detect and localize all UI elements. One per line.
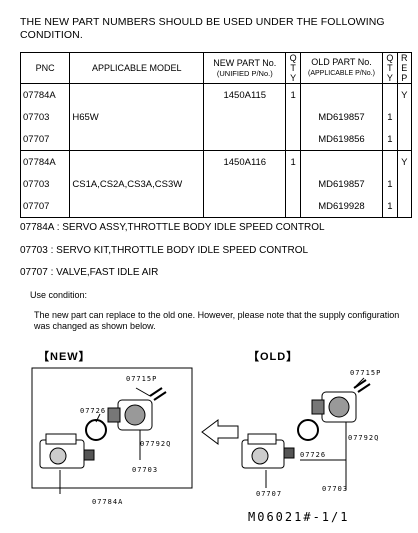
- cell-pnc: 07703: [19, 106, 71, 128]
- cell-qty: [285, 106, 301, 128]
- definition-07707: 07707 : VALVE,FAST IDLE AIR: [20, 267, 159, 278]
- table-row: 07707 MD619856 1: [19, 128, 413, 151]
- use-condition-label: Use condition:: [30, 290, 88, 300]
- cell-new-part: [203, 173, 287, 195]
- table-row: 07703 H65W MD619857 1: [19, 106, 413, 128]
- header-pnc: PNC: [19, 52, 71, 84]
- intro-text: THE NEW PART NUMBERS SHOULD BE USED UNDE…: [20, 16, 385, 41]
- cell-pnc: 07707: [19, 128, 71, 151]
- cell-rep: [396, 173, 413, 195]
- old-servo-illustration: [311, 379, 371, 423]
- callout-old-07792q: 07792Q: [348, 434, 380, 442]
- cell-old-part: MD619857: [299, 173, 384, 195]
- old-label: 【OLD】: [248, 351, 299, 363]
- new-throttle-body-illustration: [39, 419, 107, 469]
- cell-qty2: 1: [382, 106, 398, 128]
- cell-qty2: 1: [382, 128, 398, 151]
- cell-pnc: 07784A: [19, 83, 71, 106]
- cell-model: H65W: [69, 106, 205, 128]
- cell-model: [69, 195, 205, 218]
- definition-07784a: 07784A : SERVO ASSY,THROTTLE BODY IDLE S…: [20, 222, 325, 233]
- header-old-part-label: OLD PART No.: [311, 57, 372, 67]
- definition-07703: 07703 : SERVO KIT,THROTTLE BODY IDLE SPE…: [20, 245, 309, 256]
- cell-new-part: 1450A115: [203, 83, 287, 106]
- cell-model: [69, 128, 205, 151]
- cell-new-part: [203, 195, 287, 218]
- cell-rep: [396, 128, 413, 151]
- table-row: 07707 MD619928 1: [19, 195, 413, 218]
- callout-new-07703: 07703: [132, 466, 159, 474]
- cell-old-part: [299, 150, 384, 173]
- cell-rep: [396, 195, 413, 218]
- header-model: APPLICABLE MODEL: [69, 52, 205, 84]
- cell-pnc: 07784A: [19, 150, 71, 173]
- table-row: 07703 CS1A,CS2A,CS3A,CS3W MD619857 1: [19, 173, 413, 195]
- callout-new-07726: 07726: [80, 407, 107, 415]
- table-row: 07784A 1450A115 1 Y: [19, 83, 413, 106]
- cell-qty2: 1: [382, 195, 398, 218]
- cell-new-part: 1450A116: [203, 150, 287, 173]
- new-label: 【NEW】: [38, 351, 91, 363]
- cell-qty: 1: [285, 150, 301, 173]
- cell-old-part: MD619856: [299, 128, 384, 151]
- cell-model: [69, 150, 205, 173]
- cell-old-part: MD619928: [299, 195, 384, 218]
- header-new-part-sub: (UNIFIED P/No.): [216, 68, 273, 78]
- cell-qty: [285, 195, 301, 218]
- parts-table: PNC APPLICABLE MODEL NEW PART No.(UNIFIE…: [19, 52, 413, 218]
- header-rep: R E P: [396, 52, 413, 84]
- header-new-part: NEW PART No.(UNIFIED P/No.): [203, 52, 287, 84]
- parts-diagram: [31, 367, 371, 494]
- cell-rep: [396, 106, 413, 128]
- cell-qty: [285, 173, 301, 195]
- callout-old-07703: 07703: [322, 485, 349, 493]
- header-old-part-sub: (APPLICABLE P/No.): [308, 70, 375, 77]
- replacement-arrow: [201, 419, 239, 445]
- cell-rep: Y: [396, 83, 413, 106]
- cell-model: CS1A,CS2A,CS3A,CS3W: [69, 173, 205, 195]
- header-new-part-label: NEW PART No.: [213, 57, 277, 68]
- callout-new-07792q: 07792Q: [140, 440, 172, 448]
- header-old-part: OLD PART No. (APPLICABLE P/No.): [299, 52, 384, 84]
- cell-model: [69, 83, 205, 106]
- cell-qty2: [382, 150, 398, 173]
- new-servo-illustration: [107, 387, 167, 431]
- cell-qty: 1: [285, 83, 301, 106]
- callout-old-07707: 07707: [256, 490, 283, 498]
- cell-qty2: [382, 83, 398, 106]
- old-throttle-body-illustration: [241, 419, 319, 469]
- document-number: M06021#-1/1: [248, 510, 350, 524]
- use-condition-text: The new part can replace to the old one.…: [34, 310, 400, 331]
- cell-new-part: [203, 106, 287, 128]
- cell-pnc: 07703: [19, 173, 71, 195]
- cell-old-part: [299, 83, 384, 106]
- cell-rep: Y: [396, 150, 413, 173]
- header-qty2: Q T Y: [382, 52, 398, 84]
- cell-new-part: [203, 128, 287, 151]
- callout-new-07784a: 07784A: [92, 498, 124, 506]
- table-header-row: PNC APPLICABLE MODEL NEW PART No.(UNIFIE…: [19, 52, 413, 84]
- callout-new-07715p: 07715P: [126, 375, 158, 383]
- callout-old-07726: 07726: [300, 451, 327, 459]
- cell-pnc: 07707: [19, 195, 71, 218]
- table-row: 07784A 1450A116 1 Y: [19, 150, 413, 173]
- cell-qty2: 1: [382, 173, 398, 195]
- header-qty: Q T Y: [285, 52, 301, 84]
- callout-old-07715p: 07715P: [350, 369, 382, 377]
- cell-old-part: MD619857: [299, 106, 384, 128]
- cell-qty: [285, 128, 301, 151]
- new-assembly-frame: [31, 367, 193, 489]
